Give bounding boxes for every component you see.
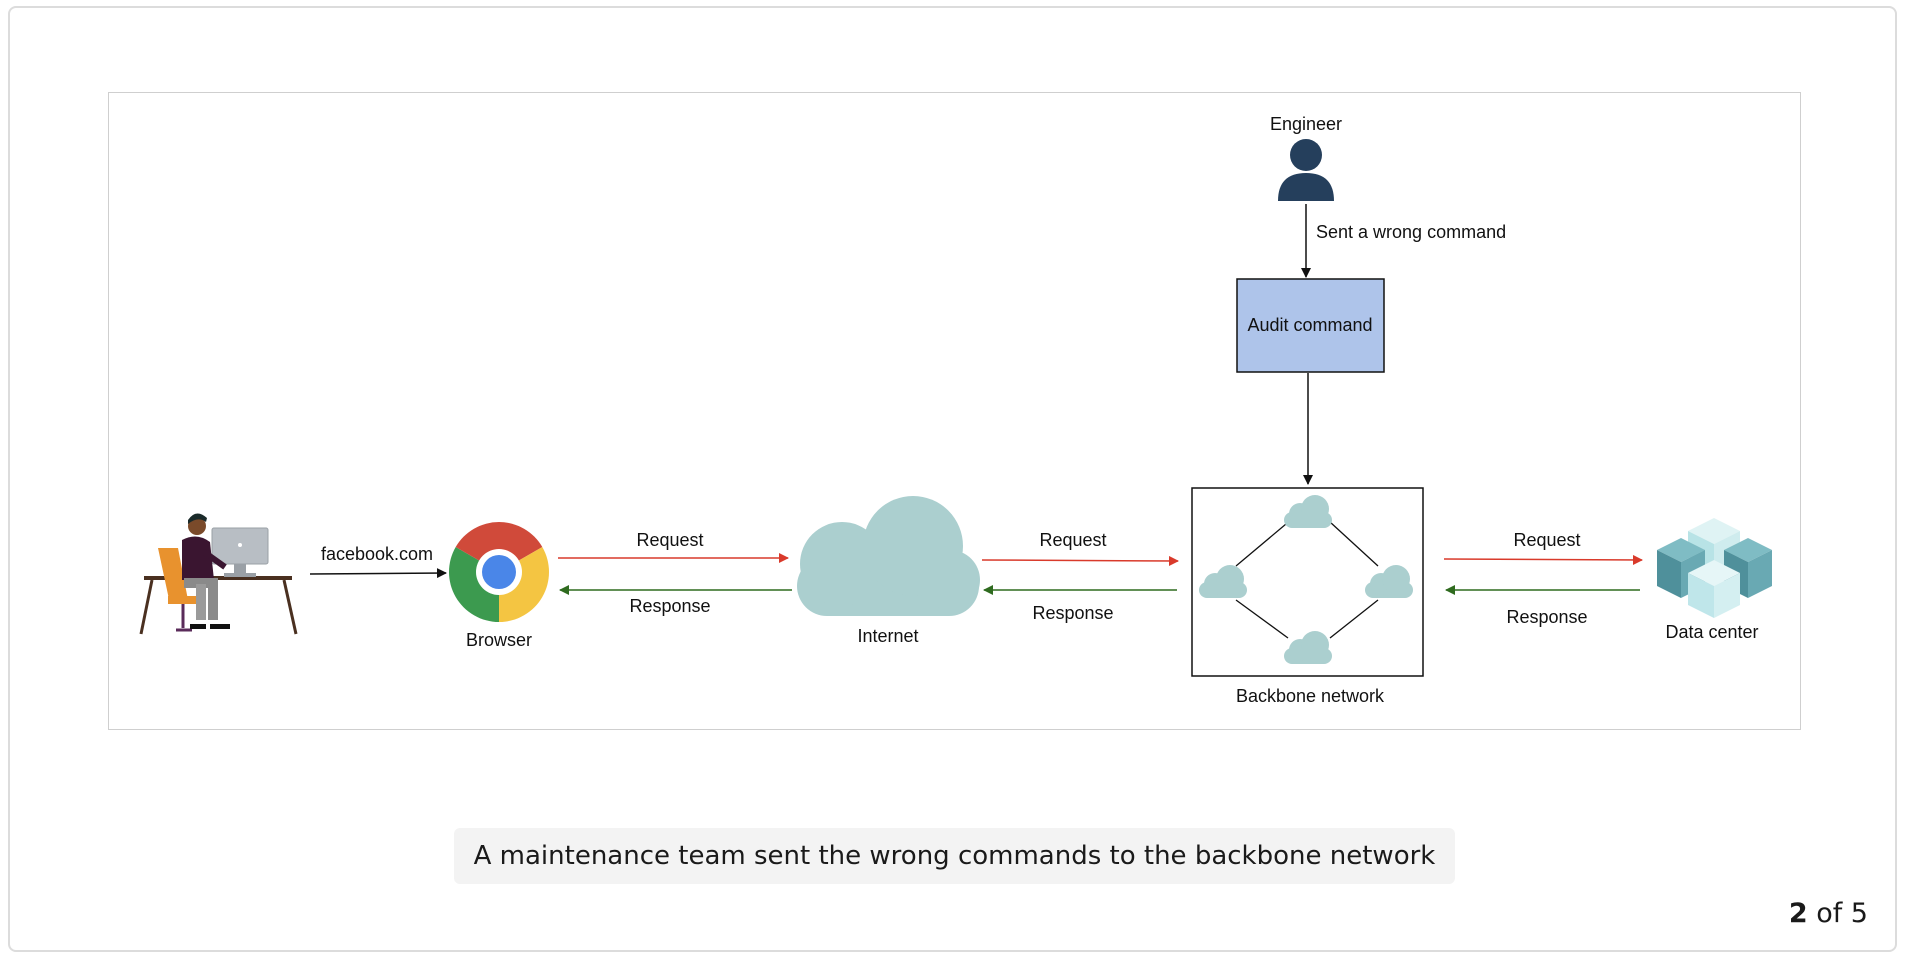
internet-cloud-icon — [797, 496, 980, 616]
data-center-cubes-icon — [1657, 518, 1772, 618]
audit-command-label: Audit command — [1247, 315, 1372, 335]
backbone-node-top-cloud-icon — [1284, 495, 1332, 528]
diagram-canvas — [108, 92, 1801, 730]
internet-request-arrow — [981, 555, 1179, 566]
pager-current: 2 — [1788, 898, 1808, 929]
backbone-node-right-cloud-icon — [1365, 565, 1413, 598]
backbone-request-label: Request — [1513, 530, 1580, 550]
browser-label: Browser — [466, 630, 532, 650]
engineer-person-icon — [1278, 139, 1334, 201]
internet-request-label: Request — [1039, 530, 1106, 550]
user-to-browser-arrow — [309, 568, 447, 579]
engineer-label: Engineer — [1270, 114, 1342, 134]
backbone-network-label: Backbone network — [1236, 686, 1385, 706]
chrome-browser-icon — [449, 522, 549, 622]
browser-response-label: Response — [629, 596, 710, 616]
internet-label: Internet — [857, 626, 918, 646]
backbone-node-left-cloud-icon — [1199, 565, 1247, 598]
data-center-label: Data center — [1665, 622, 1758, 642]
slide-pager: 2 of 5 — [1789, 898, 1868, 929]
engineer-to-audit-label: Sent a wrong command — [1316, 222, 1506, 242]
pager-total: of 5 — [1816, 898, 1868, 929]
audit-command-box — [1236, 278, 1385, 373]
backbone-node-bottom-cloud-icon — [1284, 631, 1332, 664]
browser-request-label: Request — [636, 530, 703, 550]
slide-caption: A maintenance team sent the wrong comman… — [454, 828, 1455, 884]
user-to-browser-label: facebook.com — [321, 544, 433, 564]
user-at-desk-icon — [139, 513, 298, 635]
internet-response-label: Response — [1032, 603, 1113, 623]
backbone-links — [1235, 521, 1379, 639]
backbone-response-label: Response — [1506, 607, 1587, 627]
backbone-request-arrow — [1443, 554, 1643, 565]
